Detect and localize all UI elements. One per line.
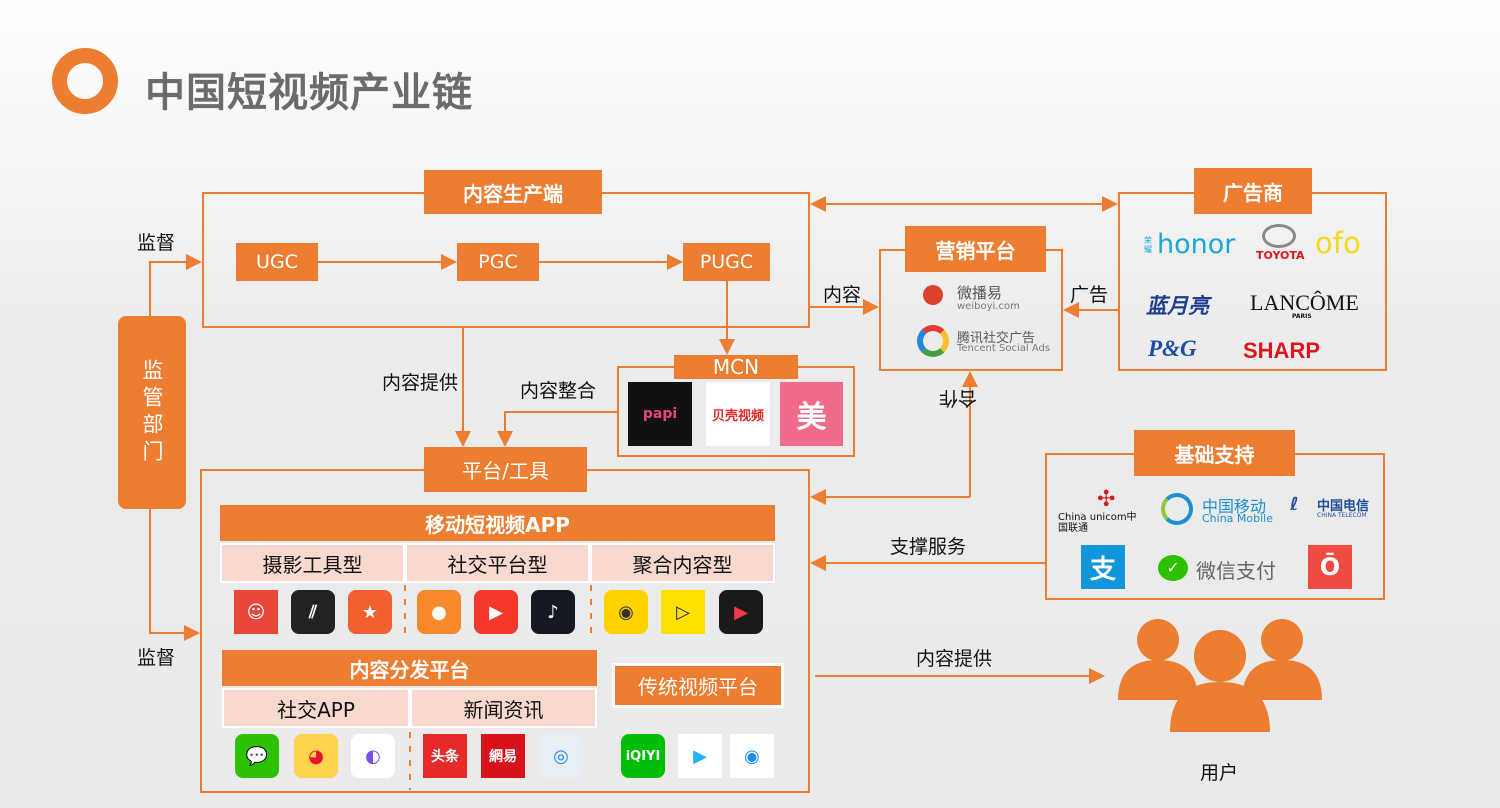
ofo-logo: ofo: [1315, 226, 1361, 260]
users-label: 用户: [1200, 762, 1239, 784]
camera-app-icon: ◉: [604, 590, 648, 634]
pg-logo: P&G: [1148, 336, 1197, 361]
toyota-logo: TOYOTA: [1256, 249, 1305, 262]
tencent-ads-icon: [917, 325, 949, 357]
douyin-app-icon: ♪: [531, 590, 575, 634]
china-telecom-en: CHINA TELECOM: [1317, 512, 1367, 519]
china-telecom-cn: 中国电信: [1317, 499, 1370, 514]
meipai-logo: 美: [780, 382, 843, 446]
edge-label-content-provide-users: 内容提供: [916, 648, 993, 670]
lancome-logo: LANCÔME: [1250, 290, 1359, 315]
lancome-paris: PARIS: [1292, 313, 1312, 320]
edge-label-support: 支撑服务: [890, 536, 967, 558]
weiboyi-url: weiboyi.com: [957, 301, 1020, 312]
tencent-video-app-icon: ▶: [678, 734, 722, 778]
category-news: 新闻资讯: [410, 688, 597, 728]
advertisers-header: 广告商: [1194, 168, 1312, 214]
china-telecom-icon: ℓ: [1290, 494, 1299, 515]
infra-header: 基础支持: [1134, 430, 1295, 476]
mobile-app-header: 移动短视频APP: [220, 505, 775, 541]
alipay-icon: 支: [1081, 545, 1125, 589]
edge-label-content-provide: 内容提供: [382, 372, 459, 394]
toutiao-app-icon: 头条: [423, 734, 467, 778]
category-photo-tools: 摄影工具型: [220, 543, 405, 583]
pear-video-app-icon: ▷: [661, 590, 705, 634]
traditional-video-header: 传统视频平台: [615, 666, 781, 705]
wechat-app-icon: 💬: [235, 734, 279, 778]
stripe-app-icon: ⫽: [291, 590, 335, 634]
page-title: 中国短视频产业链: [145, 70, 473, 116]
honor-logo: honor: [1157, 229, 1236, 260]
edge-label-cooperate: 合作: [939, 387, 978, 409]
netease-news-app-icon: 網易: [481, 734, 525, 778]
marketing-header: 营销平台: [905, 226, 1046, 272]
tencent-ads-name: 腾讯社交广告: [957, 331, 1036, 346]
xigua-app-icon: ▶: [719, 590, 763, 634]
honor-cn: 荣耀: [1144, 236, 1152, 254]
wechat-pay-label: 微信支付: [1196, 559, 1276, 583]
papi-logo: papi: [628, 382, 692, 446]
tencent-ads-sub: Tencent Social Ads: [957, 343, 1051, 354]
edge-label-content: 内容: [823, 284, 862, 306]
weiboyi-icon: [923, 285, 943, 305]
category-social-app: 社交APP: [222, 688, 410, 728]
baidu-wallet-icon: Ō: [1308, 545, 1352, 589]
platform-header: 平台/工具: [424, 447, 587, 492]
beike-video-logo: 贝壳视频: [706, 382, 770, 446]
momo-app-icon: ◐: [351, 734, 395, 778]
edge-label-ads: 广告: [1070, 284, 1109, 306]
supervise-label-top: 监督: [137, 232, 176, 254]
mcn-header: MCN: [674, 355, 798, 379]
huoshan-app-icon: ▶: [474, 590, 518, 634]
traditional-video-wrapper: 传统视频平台: [612, 663, 784, 708]
distribution-header: 内容分发平台: [222, 650, 597, 686]
tencent-news-app-icon: ◎: [539, 734, 583, 778]
bluemoon-logo: 蓝月亮: [1146, 294, 1209, 318]
toyota-emblem-icon: [1262, 224, 1296, 248]
china-mobile-en: China Mobile: [1202, 512, 1274, 525]
category-social: 社交平台型: [405, 543, 590, 583]
kuaishou-app-icon: ●: [417, 590, 461, 634]
sharp-logo: SHARP: [1243, 338, 1321, 363]
node-pugc: PUGC: [683, 243, 770, 281]
china-mobile-icon: [1161, 493, 1193, 525]
weibo-app-icon: ◕: [294, 734, 338, 778]
edge-label-content-integrate: 内容整合: [520, 380, 597, 402]
supervise-label-bottom: 监督: [137, 647, 176, 669]
category-aggregate: 聚合内容型: [590, 543, 775, 583]
youku-app-icon: ◉: [730, 734, 774, 778]
iqiyi-app-icon: iQIYI: [621, 734, 665, 778]
unicom-logo: China unicom中国联通: [1058, 512, 1137, 534]
regulator-box: 监管部门: [118, 316, 186, 509]
monkey-app-icon: ☺: [234, 590, 278, 634]
weiboyi-name: 微播易: [957, 284, 1003, 302]
wechat-pay-icon: ✓: [1158, 555, 1188, 581]
node-pgc: PGC: [457, 243, 539, 281]
producer-header: 内容生产端: [424, 170, 602, 214]
vivavideo-app-icon: ★: [348, 590, 392, 634]
node-ugc: UGC: [236, 243, 318, 281]
china-mobile-cn: 中国移动: [1202, 497, 1267, 516]
unicom-knot-icon: ✣: [1097, 487, 1116, 512]
